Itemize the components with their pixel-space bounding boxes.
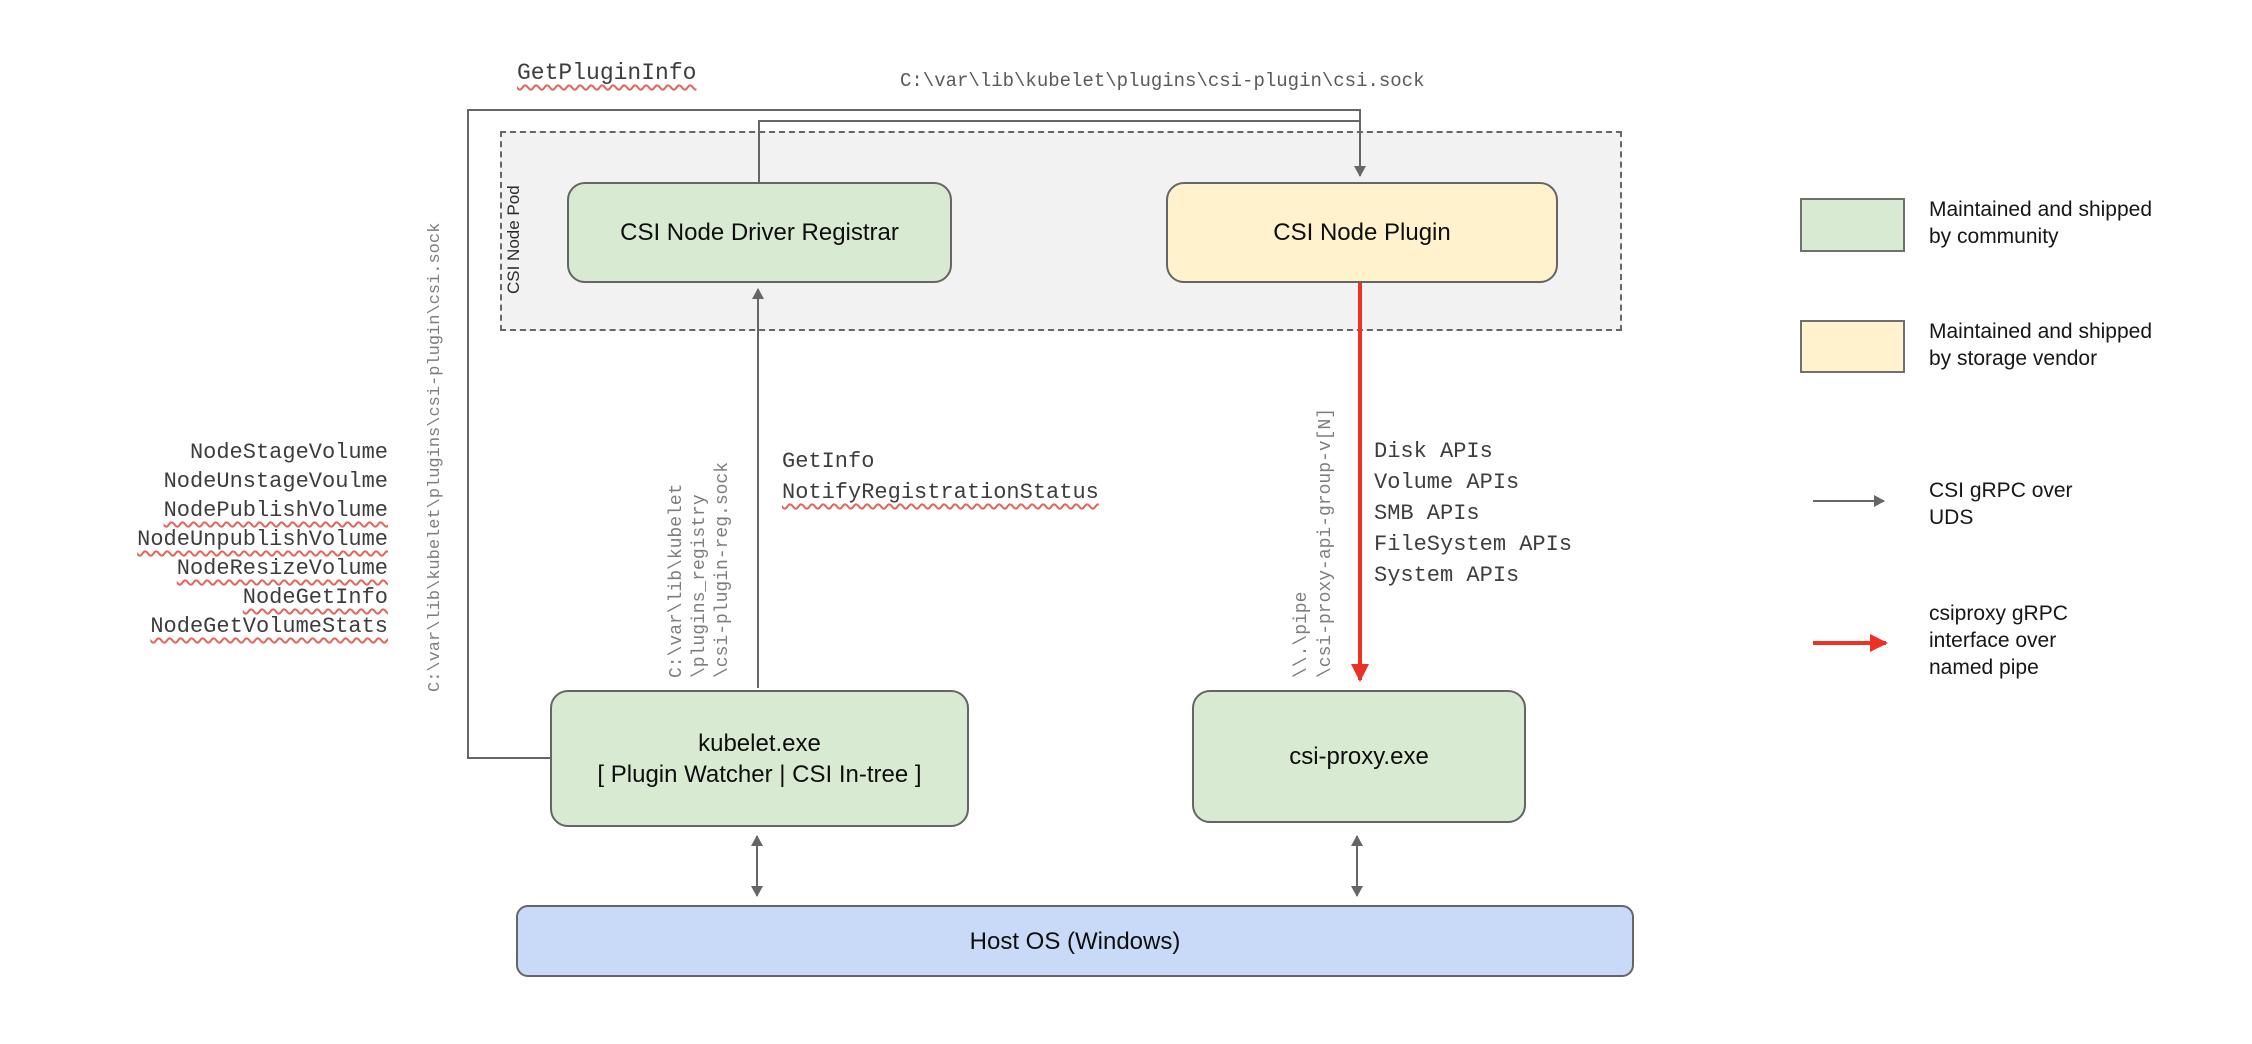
node-api-item: NodePublishVolume — [163, 498, 388, 523]
csi-node-driver-registrar-label: CSI Node Driver Registrar — [620, 219, 899, 246]
registration-calls-label: GetInfo NotifyRegistrationStatus — [782, 446, 1099, 508]
node-api-list: NodeStageVolume NodeUnstageVoulme NodePu… — [112, 438, 388, 641]
legend-uds-line1: CSI gRPC over — [1929, 479, 2073, 502]
proxy-api-item: Volume APIs — [1374, 470, 1520, 495]
node-api-item: NodeStageVolume — [189, 440, 388, 465]
registration-socket-path-line1: C:\var\lib\kubelet — [667, 483, 687, 678]
proxy-api-item: System APIs — [1374, 563, 1520, 588]
named-pipe-path-line2: \csi-proxy-api-group-v[N] — [1316, 407, 1336, 678]
legend-community-line2: by community — [1929, 225, 2059, 248]
proxy-api-item: SMB APIs — [1374, 501, 1480, 526]
csi-sock-path-side-label: C:\var\lib\kubelet\plugins\csi-plugin\cs… — [426, 222, 445, 692]
get-info-label: GetInfo — [782, 449, 875, 474]
legend-vendor-line1: Maintained and shipped — [1929, 320, 2153, 343]
host-os-box: Host OS (Windows) — [516, 905, 1634, 977]
legend-community-text: Maintained and shipped by community — [1929, 196, 2152, 250]
legend-named-pipe-text: csiproxy gRPC interface over named pipe — [1929, 600, 2068, 681]
csi-node-driver-registrar-box: CSI Node Driver Registrar — [567, 182, 952, 283]
notify-registration-status-label: NotifyRegistrationStatus — [782, 480, 1099, 505]
kubelet-to-plugin-connector — [467, 109, 1366, 759]
legend-vendor-swatch — [1800, 320, 1905, 373]
proxy-api-list: Disk APIs Volume APIs SMB APIs FileSyste… — [1374, 436, 1572, 591]
csi-node-plugin-label: CSI Node Plugin — [1273, 219, 1451, 246]
legend-uds-line2: UDS — [1929, 506, 1974, 529]
legend-named-pipe-line1: csiproxy gRPC — [1929, 602, 2068, 625]
legend-community-swatch — [1800, 198, 1905, 252]
get-plugin-info-label: GetPluginInfo — [517, 60, 697, 86]
registration-socket-path-label: C:\var\lib\kubelet \plugins_registry \cs… — [666, 452, 735, 678]
host-os-label: Host OS (Windows) — [969, 927, 1181, 955]
legend-vendor-line2: by storage vendor — [1929, 347, 2098, 370]
node-api-item: NodeUnstageVoulme — [163, 469, 388, 494]
named-pipe-path-line1: \\.\pipe — [1292, 591, 1312, 678]
node-api-item: NodeResizeVolume — [176, 556, 388, 581]
csi-node-pod-label: CSI Node Pod — [504, 185, 523, 294]
node-api-item: NodeGetInfo — [242, 585, 388, 610]
proxy-api-item: FileSystem APIs — [1374, 532, 1573, 557]
proxy-api-item: Disk APIs — [1374, 439, 1493, 464]
named-pipe-path-label: \\.\pipe \csi-proxy-api-group-v[N] — [1290, 407, 1338, 678]
registration-socket-path-line3: \csi-plugin-reg.sock — [713, 461, 733, 678]
node-api-item: NodeUnpublishVolume — [137, 527, 388, 552]
kubelet-label-line2: [ Plugin Watcher | CSI In-tree ] — [597, 760, 922, 788]
legend-named-pipe-line2: interface over — [1929, 629, 2057, 652]
legend-uds-text: CSI gRPC over UDS — [1929, 477, 2073, 531]
kubelet-box: kubelet.exe [ Plugin Watcher | CSI In-tr… — [550, 690, 969, 827]
kubelet-label-line1: kubelet.exe — [698, 729, 821, 757]
csi-sock-path-top-label: C:\var\lib\kubelet\plugins\csi-plugin\cs… — [900, 70, 1425, 92]
legend-named-pipe-line3: named pipe — [1929, 656, 2039, 679]
registrar-to-plugin-connector — [758, 120, 1359, 182]
csi-proxy-box: csi-proxy.exe — [1192, 690, 1526, 823]
csi-proxy-label: csi-proxy.exe — [1289, 743, 1429, 770]
csi-node-plugin-box: CSI Node Plugin — [1166, 182, 1558, 283]
legend-community-line1: Maintained and shipped — [1929, 198, 2153, 221]
registration-socket-path-line2: \plugins_registry — [690, 494, 710, 678]
legend-vendor-text: Maintained and shipped by storage vendor — [1929, 318, 2152, 372]
node-api-item: NodeGetVolumeStats — [150, 614, 388, 639]
